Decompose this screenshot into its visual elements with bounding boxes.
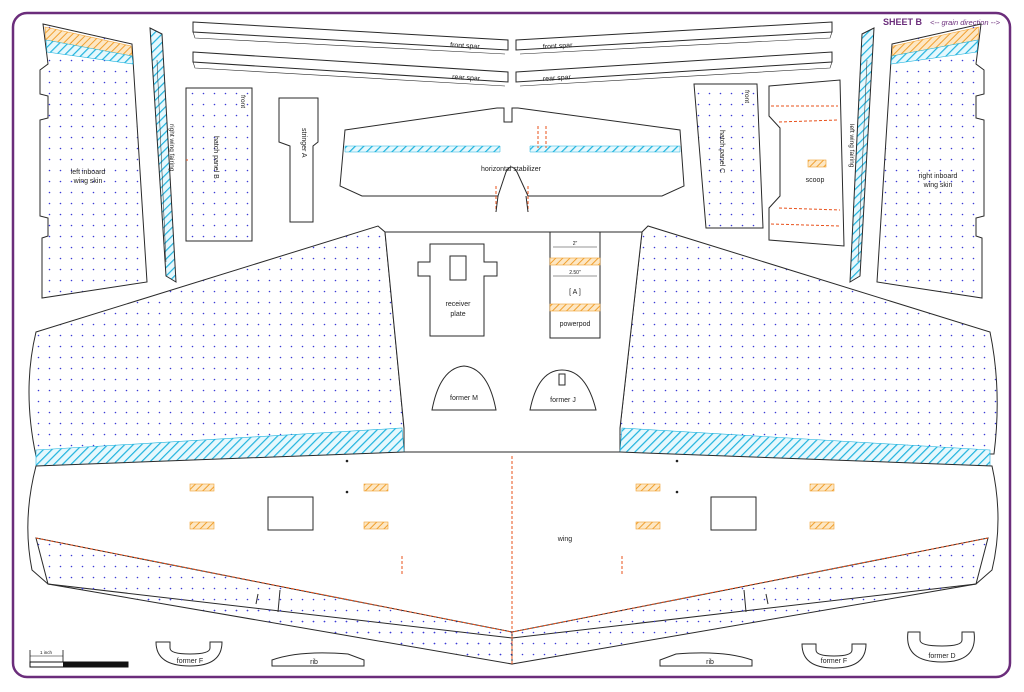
former-d-part (907, 631, 975, 663)
former-m-label: former M (450, 395, 478, 402)
right-inboard-wing-skin-label: right inboard wing skin (919, 173, 958, 189)
right-inboard-wing-skin-label-line: right inboard (919, 173, 958, 180)
front-spar-right-label: front spar (543, 42, 574, 51)
powerpod-label: powerpod (560, 321, 591, 328)
front-c-label: front (743, 90, 750, 103)
left-wing-fairing-label: left wing fairing (848, 124, 855, 168)
right-wing-fairing-label: right wing fairing (168, 124, 175, 172)
left-inboard-wing-skin-label: left inboard wing skin (71, 169, 106, 185)
left-inboard-wing-skin-label-line: left inboard (71, 169, 106, 176)
powerpod-dim-mid: 2.50" (569, 270, 581, 276)
rear-spar-left-label: rear spar (452, 74, 481, 83)
powerpod-tag: [ A ] (569, 289, 581, 296)
rib-left-part (271, 652, 365, 667)
front-spar-left-part (192, 21, 509, 55)
grain-direction-note: <-- grain direction --> (930, 18, 1001, 27)
wing-part (27, 225, 999, 665)
sheet-title: SHEET B (883, 17, 923, 27)
horizontal-stabilizer-part (339, 107, 685, 213)
former-j-part (529, 369, 597, 411)
hatch-panel-b-label: hatch panel B (212, 136, 219, 179)
receiver-plate-label-line: receiver (446, 301, 472, 308)
stringer-a-label: stringer A (300, 128, 307, 158)
left-inboard-wing-skin-part (39, 23, 148, 299)
former-j-label: former J (550, 397, 576, 404)
sheet-border (11, 11, 1012, 679)
former-d-label: former D (928, 653, 955, 660)
stringer-a-part (278, 97, 319, 223)
front-b-label: front (239, 95, 246, 108)
former-f-right-part (801, 643, 867, 669)
rib-left-label: rib (310, 659, 318, 666)
wing-label: wing (557, 536, 573, 543)
receiver-plate-label: receiver plate (446, 301, 472, 318)
hatch-panel-c-label: hatch panel C (718, 130, 725, 173)
right-wing-fairing-part (149, 27, 177, 283)
rear-spar-right-label: rear spar (543, 74, 572, 83)
left-wing-fairing-part (849, 27, 875, 283)
rear-spar-right-part (515, 51, 833, 87)
front-spar-left-label: front spar (450, 42, 481, 51)
rib-right-label: rib (706, 659, 714, 666)
powerpod-dim-top: 2" (573, 241, 578, 247)
scoop-label: scoop (806, 177, 825, 184)
hatch-panel-c-part (693, 83, 764, 229)
scoop-part (768, 79, 845, 247)
left-inboard-wing-skin-label-line: wing skin (73, 178, 103, 185)
scale-bar (29, 650, 129, 668)
former-f-left-part (155, 641, 223, 667)
right-inboard-wing-skin-label-line: wing skin (923, 182, 953, 189)
horizontal-stabilizer-label: horizontal stabilizer (481, 166, 542, 173)
rib-right-part (659, 652, 753, 667)
former-f-left-label: former F (177, 658, 203, 665)
receiver-plate-part (417, 243, 498, 337)
right-inboard-wing-skin-part (876, 23, 985, 299)
rear-spar-left-part (192, 51, 509, 87)
scale-label: 1 inch (40, 650, 53, 655)
former-f-right-label: former F (821, 658, 847, 665)
receiver-plate-label-line: plate (450, 311, 465, 318)
former-m-part (431, 365, 497, 411)
front-spar-right-part (515, 21, 833, 55)
hatch-panel-b-part (185, 87, 253, 242)
powerpod-part (549, 231, 601, 339)
